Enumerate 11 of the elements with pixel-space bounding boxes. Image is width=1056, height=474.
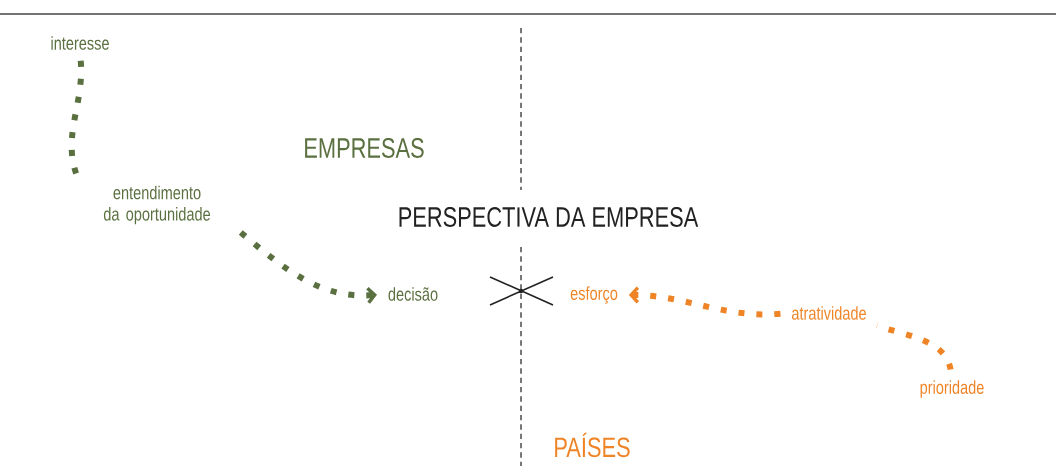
dotted-arrow <box>628 286 781 318</box>
heading: EMPRESAS <box>305 138 424 158</box>
node-label: entendimento da oportunidade <box>103 185 211 225</box>
node-label: interesse <box>51 36 109 50</box>
heading: PAÍSES <box>555 432 630 458</box>
node-label: esforço <box>570 286 618 304</box>
dotted-arrow <box>238 230 377 304</box>
node-label: atratividade <box>792 306 866 320</box>
heading: PERSPECTIVA DA EMPRESA <box>399 207 699 227</box>
node-label: prioridade <box>920 380 984 398</box>
node-label: decisão <box>388 287 438 301</box>
